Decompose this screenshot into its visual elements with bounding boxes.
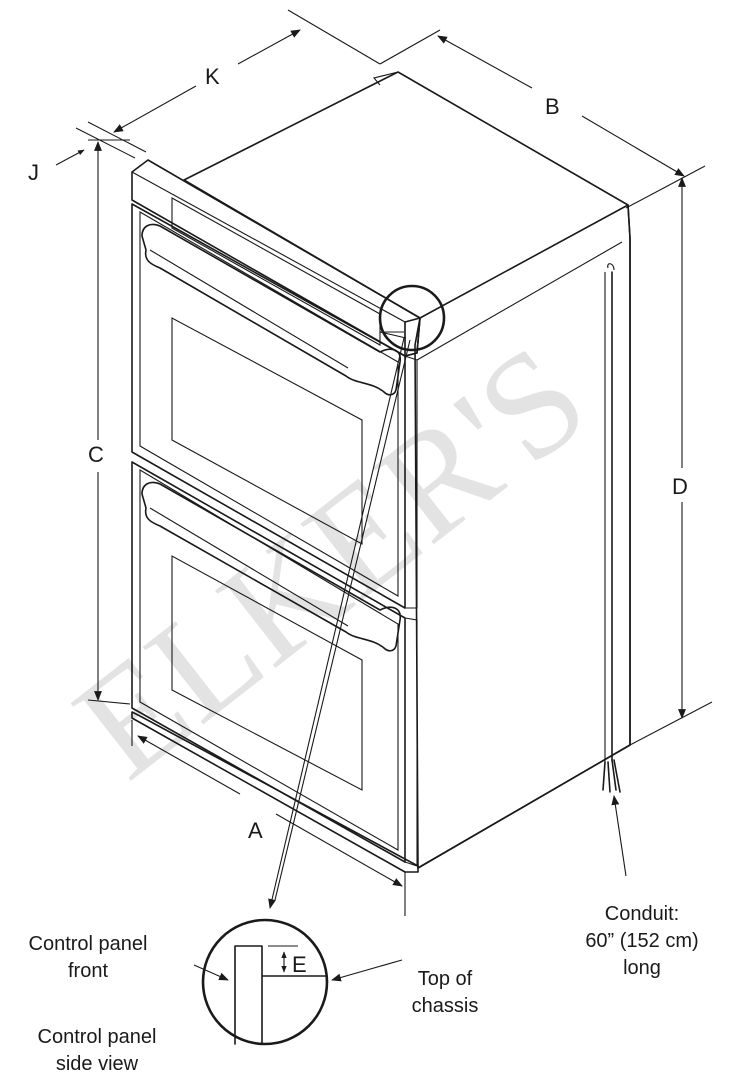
control-panel-front-line1: Control panel (29, 933, 148, 955)
upper-door-window (171, 317, 363, 545)
dim-label-k: K (205, 64, 220, 89)
control-panel-side-line2: side view (56, 1053, 139, 1075)
top-of-chassis-line2: chassis (412, 995, 479, 1017)
bottom-trim (131, 711, 419, 873)
control-panel-front (131, 159, 421, 357)
dim-label-c: C (88, 442, 104, 467)
detail-source-circle (378, 284, 446, 352)
labels: J K B C D A E Conduit: 60” (152 cm) long… (28, 64, 699, 1075)
upper-door-handle (141, 223, 402, 396)
detail-callout (193, 284, 627, 1046)
oven-side-face (417, 204, 631, 869)
dim-label-e: E (292, 952, 307, 977)
oven-illustration (131, 71, 631, 873)
conduit-caption-line1: Conduit: (605, 903, 680, 925)
top-of-chassis-line1: Top of (418, 968, 473, 990)
control-panel-front-line2: front (68, 960, 108, 982)
dim-label-a: A (248, 818, 263, 843)
lower-door-window (171, 555, 363, 791)
control-panel-side-line1: Control panel (38, 1026, 157, 1048)
detail-magnified-circle (201, 918, 329, 1046)
detail-panel-side (234, 945, 263, 1045)
dim-label-d: D (672, 474, 688, 499)
conduit-caption-line2: 60” (152 cm) (585, 930, 698, 952)
lower-door-handle (141, 481, 402, 652)
dim-label-b: B (545, 94, 560, 119)
dimension-lines (55, 9, 713, 916)
conduit-caption-line3: long (623, 957, 661, 979)
dim-label-j: J (28, 160, 39, 185)
control-panel-display (171, 197, 381, 346)
conduit-wires (602, 759, 621, 793)
